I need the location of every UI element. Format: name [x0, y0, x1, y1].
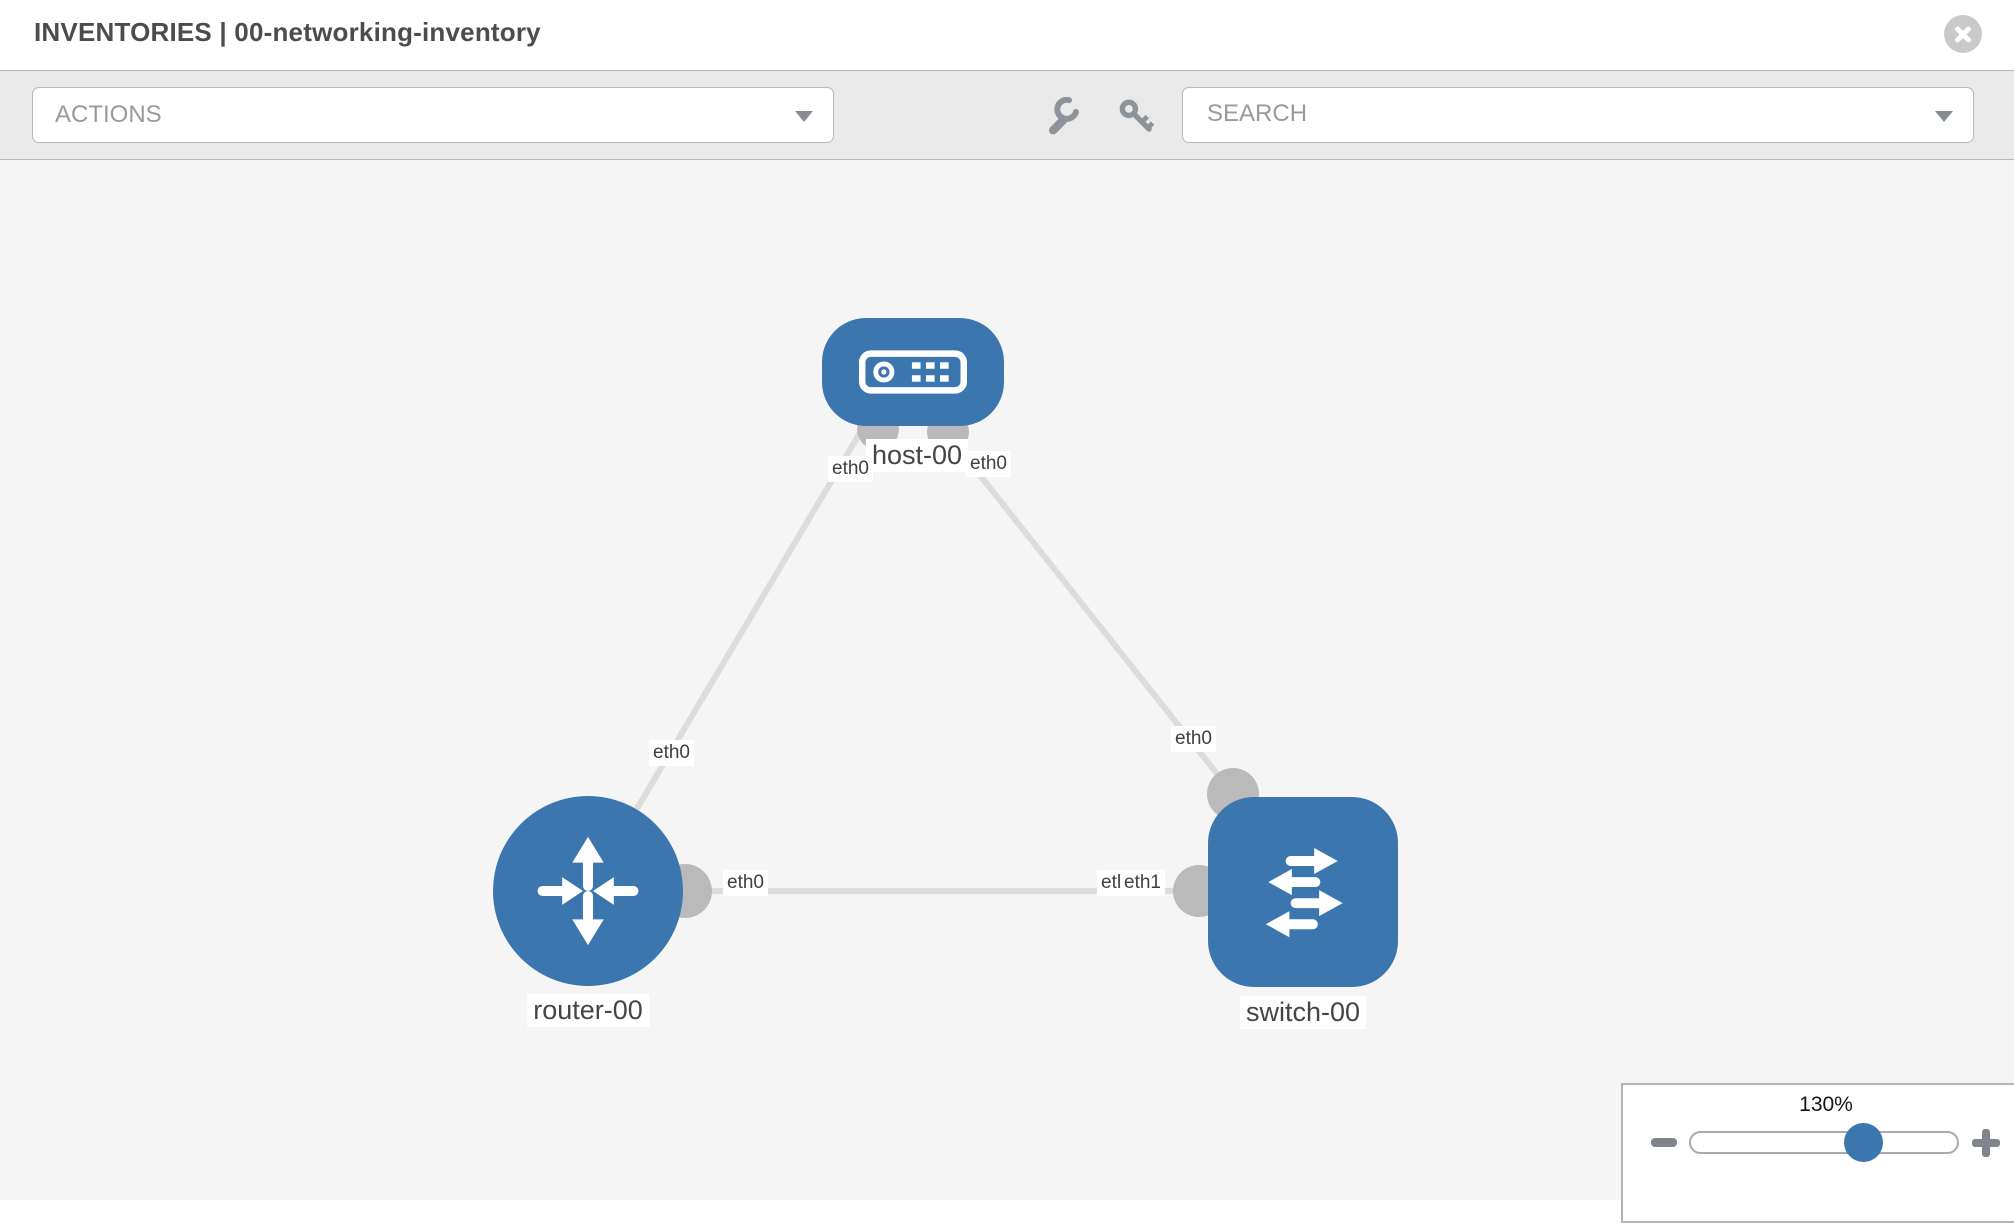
- plus-icon: [1982, 1129, 1990, 1157]
- wrench-icon: [1048, 96, 1079, 135]
- zoom-in-button[interactable]: [1972, 1129, 2000, 1157]
- interface-label-host-eth0b: eth0: [966, 451, 1011, 477]
- key-icon: [1119, 99, 1155, 132]
- caret-down-icon: [795, 111, 813, 122]
- close-button[interactable]: [1944, 15, 1982, 53]
- switch-arrows-icon: [1265, 847, 1343, 938]
- node-host-00[interactable]: [822, 318, 1004, 426]
- zoom-out-button[interactable]: [1651, 1138, 1677, 1147]
- actions-dropdown[interactable]: ACTIONS: [32, 87, 834, 143]
- search-input[interactable]: [1205, 88, 1905, 140]
- configure-button[interactable]: [1045, 96, 1085, 137]
- page-title: INVENTORIES | 00-networking-inventory: [34, 17, 541, 47]
- network-canvas[interactable]: host-00 router-00 switch-00 eth0 eth0 et…: [0, 160, 2014, 1223]
- actions-dropdown-label: ACTIONS: [55, 101, 162, 128]
- node-label-switch-00: switch-00: [1239, 996, 1367, 1029]
- node-label-router-00: router-00: [527, 994, 649, 1027]
- modal-header: INVENTORIES | 00-networking-inventory: [0, 0, 2014, 70]
- toolbar: ACTIONS: [0, 70, 2014, 160]
- interface-label-switch-eth1: eth1: [1120, 870, 1165, 896]
- interface-label-host-eth0: eth0: [828, 456, 873, 482]
- interface-label-router-eth0-link: eth0: [723, 870, 768, 896]
- credentials-button[interactable]: [1116, 97, 1156, 137]
- interface-label-switch-eth0: eth0: [1171, 726, 1216, 752]
- edges-layer: [585, 408, 1303, 918]
- node-router-00[interactable]: [493, 796, 683, 986]
- server-icon: [859, 350, 967, 394]
- zoom-level-value: 130%: [1799, 1093, 1853, 1116]
- zoom-panel: 130%: [1621, 1083, 2014, 1223]
- zoom-slider-track[interactable]: [1689, 1131, 1959, 1154]
- search-dropdown[interactable]: [1182, 87, 1974, 143]
- caret-down-icon: [1935, 111, 1953, 122]
- interface-label-router-eth0: eth0: [649, 740, 694, 766]
- router-arrows-icon: [537, 836, 639, 946]
- node-label-host-00: host-00: [865, 439, 969, 472]
- node-switch-00[interactable]: [1208, 797, 1398, 987]
- zoom-slider-knob[interactable]: [1844, 1123, 1883, 1162]
